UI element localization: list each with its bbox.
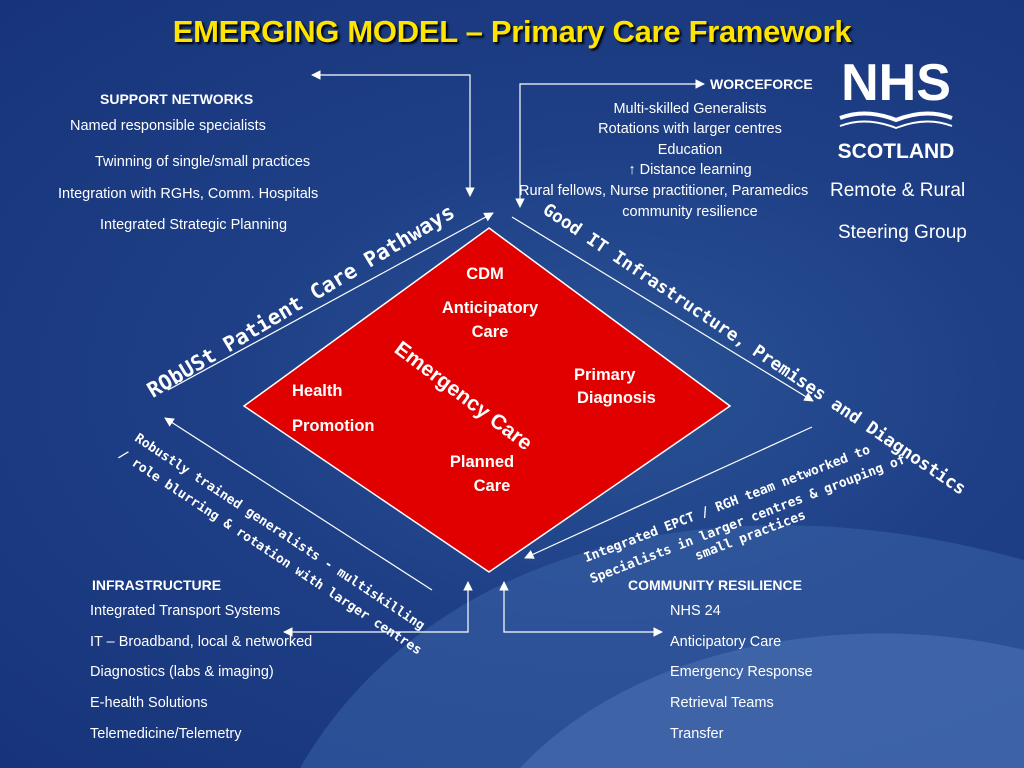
community-item: Transfer [670, 726, 724, 742]
arrow-community-resilience [499, 581, 663, 637]
support-networks-heading: SUPPORT NETWORKS [100, 91, 254, 107]
infrastructure-item: Telemedicine/Telemetry [90, 726, 242, 742]
community-item: Retrieval Teams [670, 695, 774, 711]
emergency-care-diamond [242, 227, 732, 573]
arrow-top-right [511, 216, 814, 402]
support-item: Integrated Strategic Planning [100, 217, 288, 233]
workforce-item: Rotations with larger centres [598, 121, 782, 137]
community-resilience-heading: COMMUNITY RESILIENCE [628, 577, 802, 593]
anticipatory-care-label-1: Anticipatory [441, 299, 539, 317]
arrow-infrastructure [283, 581, 473, 637]
workforce-item: community resilience [622, 204, 758, 220]
workforce-item: ↑ Distance learning [628, 162, 752, 178]
infrastructure-item: Integrated Transport Systems [90, 603, 281, 619]
infrastructure-item: E-health Solutions [90, 695, 208, 711]
infrastructure-heading: INFRASTRUCTURE [92, 577, 222, 593]
arrow-bottom-right [524, 426, 813, 559]
community-item: NHS 24 [670, 603, 721, 619]
workforce-item: Education [657, 142, 723, 158]
community-item: Anticipatory Care [670, 634, 782, 650]
workforce-heading: WORCEFORCE [710, 76, 813, 92]
support-item: Twinning of single/small practices [95, 154, 311, 170]
planned-care-label-2: Care [473, 477, 511, 495]
page-title: EMERGING MODEL – Primary Care Framework [172, 14, 852, 49]
primary-diagnosis-label-1: Primary [574, 366, 636, 384]
cdm-label: CDM [466, 265, 504, 283]
infrastructure-item: Diagnostics (labs & imaging) [90, 664, 274, 680]
support-item: Named responsible specialists [70, 118, 266, 134]
primary-diagnosis-label-2: Diagnosis [577, 389, 656, 407]
health-promotion-label-2: Promotion [292, 417, 375, 435]
scotland-logo-text: SCOTLAND [838, 140, 955, 163]
group-line-1: Remote & Rural [830, 180, 966, 201]
planned-care-label-1: Planned [449, 453, 515, 471]
arrow-support-networks [311, 70, 475, 197]
health-promotion-label-1: Health [292, 382, 343, 400]
support-item: Integration with RGHs, Comm. Hospitals [58, 186, 319, 202]
group-line-2: Steering Group [838, 222, 967, 243]
nhs-scotland-logo: NHS SCOTLAND [826, 54, 966, 166]
arrow-bottom-left [164, 417, 433, 591]
workforce-item: Rural fellows, Nurse practitioner, Param… [519, 183, 809, 199]
nhs-logo-text: NHS [841, 56, 951, 112]
anticipatory-care-label-2: Care [471, 323, 509, 341]
community-item: Emergency Response [670, 664, 813, 680]
arrow-workforce [515, 79, 705, 208]
arrow-top-left [167, 212, 494, 391]
infrastructure-item: IT – Broadband, local & networked [90, 634, 313, 650]
workforce-item: Multi-skilled Generalists [613, 101, 767, 117]
